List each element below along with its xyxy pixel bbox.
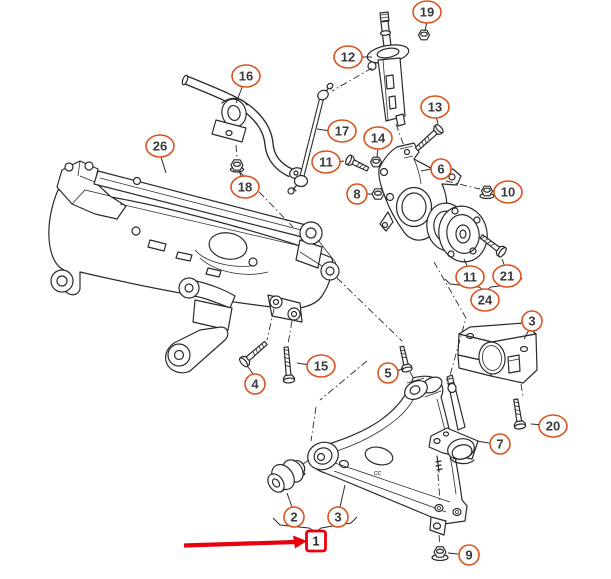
nut-14-drawing: [369, 156, 383, 168]
svg-text:14: 14: [371, 131, 386, 146]
callout-19: 19: [412, 0, 442, 24]
stabilizer-link-drawing: [287, 82, 334, 195]
arm-bushing-drawing: [267, 459, 306, 493]
bolt-11-drawing: [344, 154, 370, 172]
callout-6: 6: [430, 158, 452, 180]
callout-26: 26: [145, 134, 175, 158]
nut-9-drawing: [431, 546, 449, 562]
bolt-13-drawing: [414, 124, 444, 152]
nut-8-drawing: [371, 188, 385, 200]
callout-20: 20: [538, 414, 568, 438]
svg-text:20: 20: [546, 419, 560, 434]
svg-text:4: 4: [251, 377, 259, 392]
callout-18: 18: [230, 175, 260, 199]
svg-text:5: 5: [384, 366, 391, 381]
callout-12: 12: [333, 45, 363, 69]
svg-text:6: 6: [437, 162, 444, 177]
subframe-drawing: [48, 160, 340, 374]
svg-text:8: 8: [353, 187, 360, 202]
svg-text:9: 9: [465, 548, 472, 563]
red-pointer-arrow: [183, 535, 307, 549]
control-arm-drawing: cc: [307, 375, 468, 536]
svg-text:26: 26: [153, 139, 167, 154]
callout-16: 16: [231, 64, 261, 88]
callout-11: 11: [455, 265, 485, 289]
svg-text:16: 16: [239, 69, 253, 84]
callout-4: 4: [244, 373, 266, 395]
callout-3: 3: [521, 310, 543, 332]
svg-text:12: 12: [341, 50, 355, 65]
svg-text:3: 3: [334, 510, 341, 525]
assembly-centerlines: [235, 67, 524, 546]
svg-text:1: 1: [313, 535, 320, 549]
bolt-4-drawing: [238, 340, 268, 368]
nut-19-drawing: [417, 29, 431, 41]
callout-7: 7: [489, 433, 511, 455]
callout-9: 9: [458, 544, 480, 566]
svg-text:17: 17: [335, 124, 349, 139]
callout-1: 1: [305, 529, 327, 553]
callout-5: 5: [377, 362, 399, 384]
nut-18-drawing: [229, 159, 245, 173]
svg-text:11: 11: [463, 270, 477, 285]
callout-17: 17: [327, 119, 357, 143]
callout-3: 3: [327, 506, 349, 528]
arm-mount-bracket-drawing: [457, 322, 538, 384]
svg-text:15: 15: [314, 359, 328, 374]
nut-10-drawing: [479, 185, 495, 200]
wheel-hub-drawing: [426, 202, 488, 263]
callout-2: 2: [283, 506, 305, 528]
stabilizer-bar-drawing: [181, 74, 303, 179]
svg-text:3: 3: [528, 314, 535, 329]
callout-21: 21: [492, 264, 522, 288]
bolt-20-drawing: [513, 398, 527, 430]
bolt-5-drawing: [399, 345, 413, 373]
callout-10: 10: [493, 180, 523, 204]
svg-text:21: 21: [500, 269, 514, 284]
callout-13: 13: [420, 95, 450, 119]
callout-8: 8: [346, 183, 368, 205]
callout-24: 24: [470, 288, 500, 312]
callout-11: 11: [311, 150, 341, 174]
svg-text:2: 2: [290, 510, 297, 525]
callout-14: 14: [363, 126, 393, 150]
bolt-21-drawing: [479, 234, 507, 258]
svg-text:10: 10: [501, 185, 515, 200]
strut-drawing: [366, 11, 410, 127]
svg-text:24: 24: [478, 293, 493, 308]
arm-stamp-text: cc: [374, 470, 382, 477]
svg-text:11: 11: [319, 155, 333, 170]
svg-text:13: 13: [428, 100, 442, 115]
svg-text:7: 7: [496, 437, 503, 452]
svg-text:18: 18: [238, 180, 252, 195]
svg-text:19: 19: [420, 5, 434, 20]
ball-joint-drawing: [428, 374, 479, 473]
callout-15: 15: [306, 354, 336, 378]
bolt-15-drawing: [282, 346, 296, 384]
